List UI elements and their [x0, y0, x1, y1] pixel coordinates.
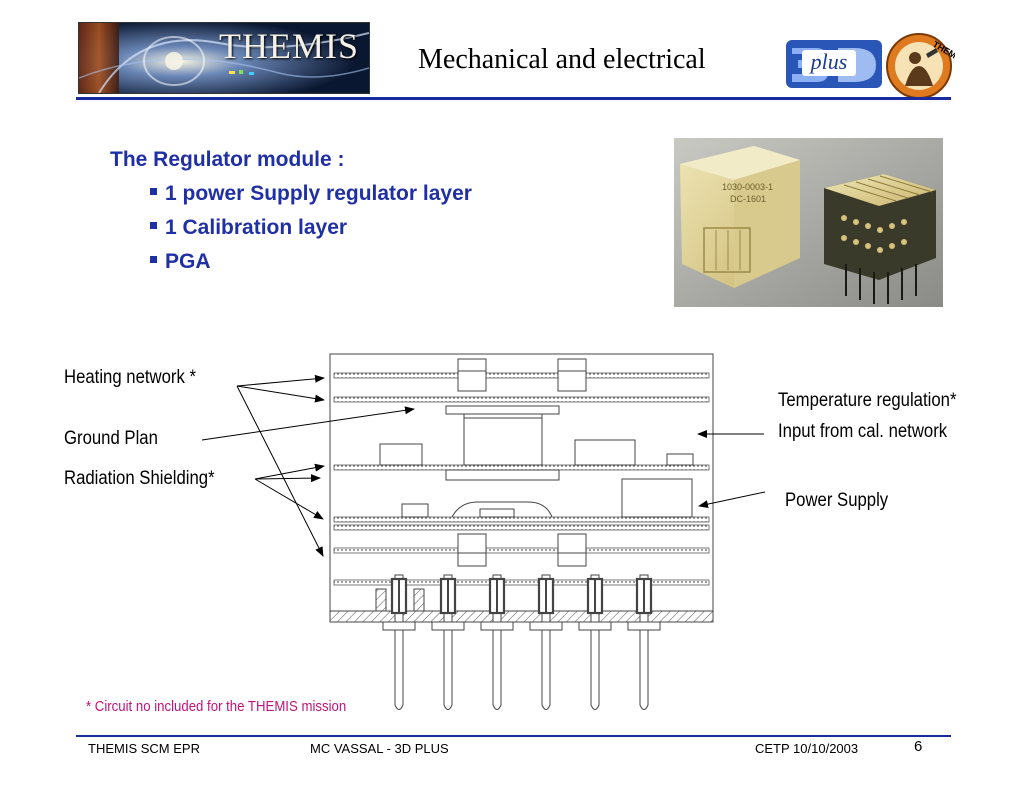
pin-head [635, 577, 653, 615]
footnote: * Circuit no included for the THEMIS mis… [86, 698, 347, 715]
pin-collar [382, 621, 416, 631]
3d-plus-logo-text: plus [809, 49, 848, 74]
themis-logo-art [79, 23, 369, 93]
page-title: Mechanical and electrical [418, 44, 706, 75]
3d-plus-logo [786, 40, 882, 88]
pin-collar [578, 621, 612, 631]
themis-badge-icon [886, 33, 952, 99]
footer-center: MC VASSAL - 3D PLUS [310, 741, 449, 756]
bullet-icon [150, 187, 157, 195]
bullet-item: 1 Calibration layer [150, 216, 347, 240]
arrow-heating-2 [236, 385, 325, 403]
label-temperature-regulation: Temperature regulation* [778, 390, 957, 411]
bullet-icon [150, 221, 157, 229]
pin-collar [627, 621, 661, 631]
pin [492, 574, 502, 710]
cube-marking: 1030-0003-1 [722, 182, 773, 192]
label-cal-network-input: Input from cal. network [778, 421, 948, 442]
footer-rule [76, 735, 951, 737]
arrow-shielding-2 [254, 463, 325, 480]
themis-logo-text: THEMIS [219, 26, 359, 66]
pins [382, 574, 661, 710]
pin-head [586, 577, 604, 615]
pin-collar [480, 621, 514, 631]
footer-right: CETP 10/10/2003 [755, 741, 859, 756]
bullet-text: 1 power Supply regulator layer [165, 182, 472, 205]
pin [541, 574, 551, 710]
pin-head [390, 577, 408, 615]
arrow-shielding-3 [254, 478, 324, 520]
pin-collar [529, 621, 563, 631]
pin-head [439, 577, 457, 615]
module-photo: 1030-0003-1 DC-1601 [674, 138, 943, 307]
partner-logos: plus THEMIS [786, 33, 955, 99]
pin [443, 574, 453, 710]
module-photo-art: 1030-0003-1 DC-1601 [674, 138, 943, 307]
arrow-ground-plan [201, 406, 415, 441]
bullet-text: PGA [165, 250, 211, 273]
pin [394, 574, 404, 710]
pin-head [488, 577, 506, 615]
pin-head [537, 577, 555, 615]
page-number: 6 [914, 738, 923, 755]
label-heating-network: Heating network * [64, 367, 196, 388]
components [375, 358, 694, 612]
content-heading: The Regulator module : [110, 148, 345, 171]
bullet-icon [150, 255, 157, 263]
layer-boards [333, 372, 710, 586]
arrow-heating-3 [236, 385, 324, 557]
themis-logo: THEMIS [78, 22, 370, 94]
header-rule [76, 97, 951, 100]
base-board [329, 610, 714, 623]
arrow-power-supply [698, 491, 766, 509]
pin [639, 574, 649, 710]
module-outline [329, 353, 714, 623]
callout-arrows [201, 374, 766, 557]
label-ground-plan: Ground Plan [64, 428, 158, 449]
bullet-item: 1 power Supply regulator layer [150, 182, 472, 206]
bullet-item: PGA [150, 250, 211, 274]
bullet-text: 1 Calibration layer [165, 216, 348, 239]
arrow-shielding-1 [254, 474, 321, 483]
pin [590, 574, 600, 710]
pin-collar [431, 621, 465, 631]
cube-marking: DC-1601 [730, 194, 766, 204]
label-power-supply: Power Supply [785, 490, 889, 511]
label-radiation-shielding: Radiation Shielding* [64, 468, 215, 489]
arrow-heating-1 [236, 374, 325, 387]
footer-left: THEMIS SCM EPR [88, 741, 200, 756]
